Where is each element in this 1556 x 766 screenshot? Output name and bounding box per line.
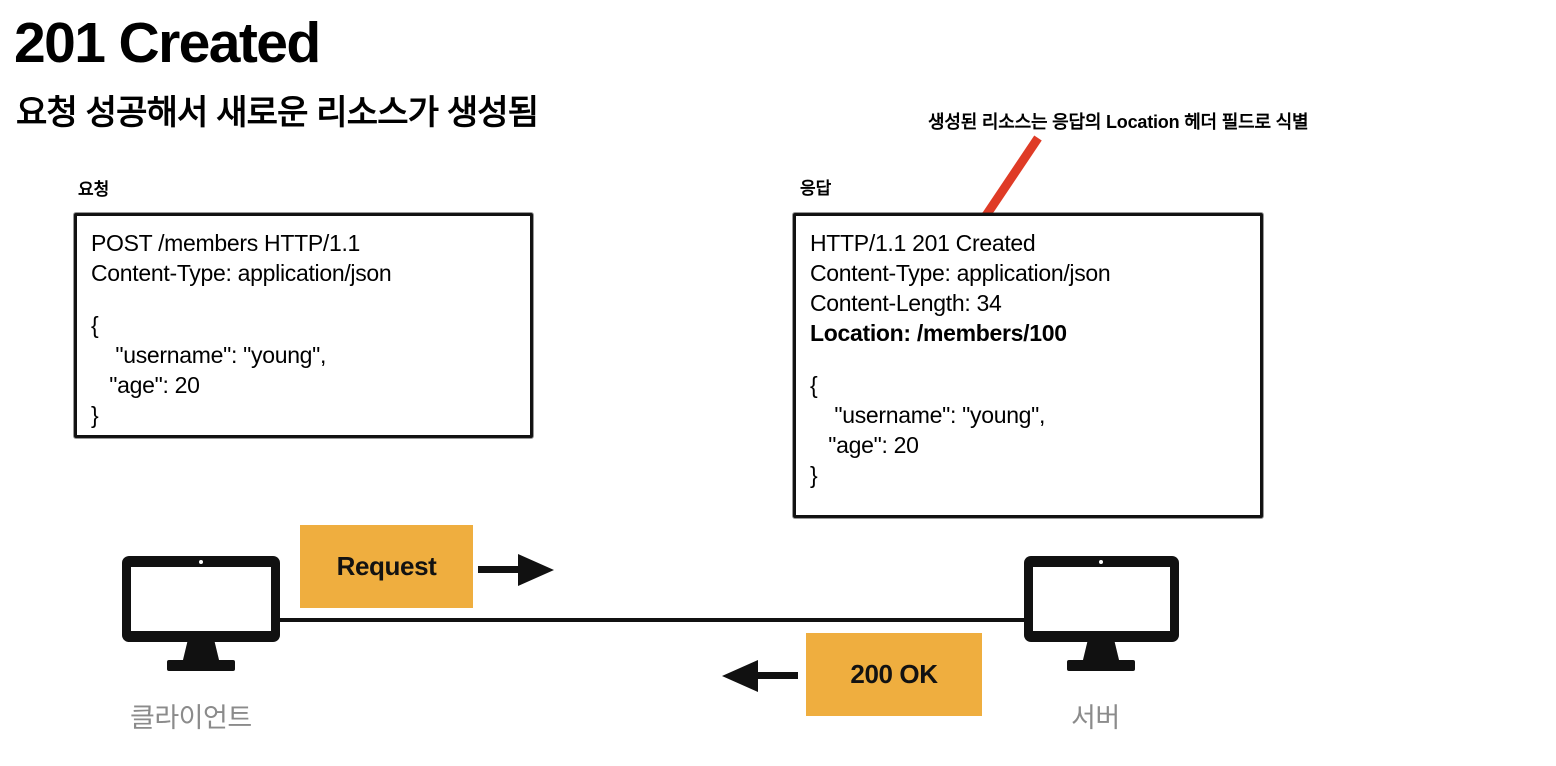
request-line: POST /members HTTP/1.1 xyxy=(91,230,361,256)
client-label: 클라이언트 xyxy=(130,703,252,733)
response-line: Content-Length: 34 xyxy=(810,290,1002,316)
request-line: } xyxy=(91,402,99,428)
request-line: Content-Type: application/json xyxy=(91,260,392,286)
monitor-stand-neck xyxy=(182,642,220,664)
monitor-stand-foot xyxy=(167,660,235,671)
server-label: 서버 xyxy=(1071,703,1120,733)
request-caption: 요청 xyxy=(78,180,110,199)
request-line-blank xyxy=(91,288,516,310)
monitor-stand-foot xyxy=(1067,660,1135,671)
client-server-connection-line xyxy=(276,618,1028,622)
response-line: "age": 20 xyxy=(810,432,919,458)
request-line: "age": 20 xyxy=(91,372,200,398)
request-message-box: POST /members HTTP/1.1 Content-Type: app… xyxy=(73,212,534,439)
client-monitor-icon xyxy=(122,556,280,671)
monitor-screen xyxy=(131,567,271,631)
location-header-annotation: 생성된 리소스는 응답의 Location 헤더 필드로 식별 xyxy=(928,112,1309,132)
response-line: Content-Type: application/json xyxy=(810,260,1111,286)
monitor-camera-dot xyxy=(1099,560,1103,564)
request-line: "username": "young", xyxy=(91,342,327,368)
page-subtitle: 요청 성공해서 새로운 리소스가 생성됨 xyxy=(16,94,539,132)
response-line: { xyxy=(810,372,818,398)
monitor-screen xyxy=(1033,567,1170,631)
response-line: } xyxy=(810,462,818,488)
request-direction-arrow-icon xyxy=(478,554,554,586)
response-line: HTTP/1.1 201 Created xyxy=(810,230,1036,256)
server-monitor-icon xyxy=(1024,556,1179,671)
response-chip-label: 200 OK xyxy=(850,659,938,689)
request-chip: Request xyxy=(300,525,473,608)
request-line: { xyxy=(91,312,99,338)
response-location-header-line: Location: /members/100 xyxy=(810,320,1067,346)
response-line: "username": "young", xyxy=(810,402,1046,428)
response-line-blank xyxy=(810,348,1246,370)
response-direction-arrow-icon xyxy=(722,660,798,692)
request-chip-label: Request xyxy=(336,551,437,581)
response-chip: 200 OK xyxy=(806,633,982,716)
response-caption: 응답 xyxy=(800,179,832,198)
page-title: 201 Created xyxy=(14,11,321,75)
monitor-stand-neck xyxy=(1082,642,1120,664)
monitor-camera-dot xyxy=(199,560,203,564)
response-message-box: HTTP/1.1 201 Created Content-Type: appli… xyxy=(792,212,1264,519)
